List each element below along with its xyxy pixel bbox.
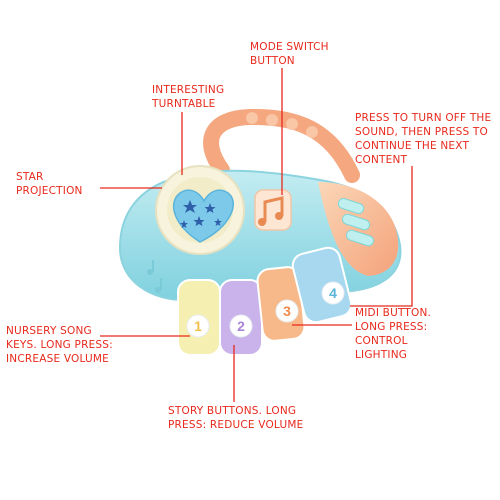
key-3-number: 3 [283,303,291,319]
key-number-badges [186,281,345,338]
label-nursery-keys: NURSERY SONG KEYS. LONG PRESS: INCREASE … [6,325,113,365]
music-note-icon [263,196,284,222]
speaker-light-buttons[interactable] [337,197,375,247]
label-story-buttons: STORY BUTTONS. LONG PRESS: REDUCE VOLUME [168,405,304,431]
speaker-head [318,182,399,276]
star-projection-heart[interactable] [172,189,234,243]
key-4-number: 4 [329,285,337,301]
callout-lines [100,68,413,402]
handle-grip-ridges [246,112,318,138]
label-turntable: INTERESTING TURNTABLE [152,84,225,110]
label-mode-switch: MODE SWITCH BUTTON [250,41,329,67]
key-2-number: 2 [237,318,245,334]
label-star-projection: STAR PROJECTION [16,171,83,197]
decorative-note-icons [147,260,162,293]
star-projection-stars [180,200,222,228]
label-midi-button: MIDI BUTTON. LONG PRESS: CONTROL LIGHTIN… [355,307,432,361]
key-1-number: 1 [194,318,202,334]
label-press-off: PRESS TO TURN OFF THE SOUND, THEN PRESS … [355,112,492,166]
